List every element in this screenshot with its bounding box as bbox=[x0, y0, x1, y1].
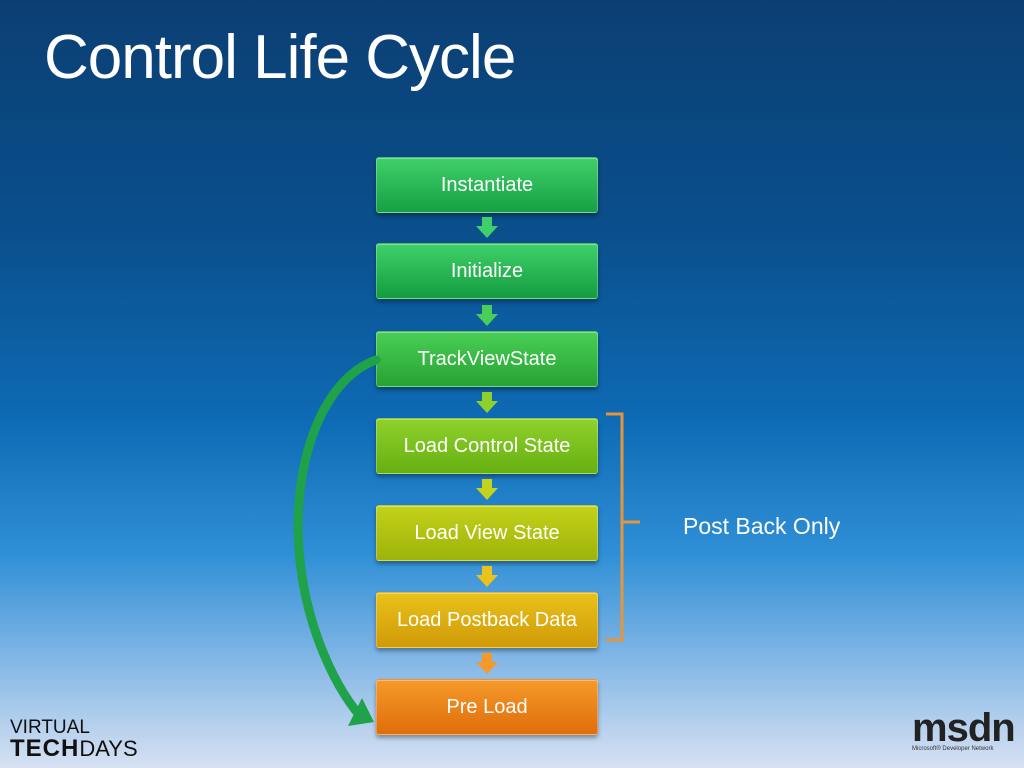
slide-title: Control Life Cycle bbox=[44, 23, 516, 92]
virtual-techdays-logo: VIRTUAL TECHDAYS bbox=[10, 717, 138, 762]
down-arrow-icon bbox=[476, 305, 498, 326]
step-trackviewstate: TrackViewState bbox=[376, 331, 598, 387]
skip-arrow-head-icon bbox=[348, 698, 374, 726]
down-arrow-icon bbox=[476, 392, 498, 413]
down-arrow-icon bbox=[476, 566, 498, 587]
post-back-only-label: Post Back Only bbox=[683, 513, 841, 539]
skip-arrow bbox=[293, 355, 381, 721]
step-load-postback-data: Load Postback Data bbox=[376, 592, 598, 648]
step-pre-load: Pre Load bbox=[376, 679, 598, 735]
step-load-control-state: Load Control State bbox=[376, 418, 598, 474]
down-arrow-icon bbox=[476, 653, 498, 674]
step-load-view-state: Load View State bbox=[376, 505, 598, 561]
step-initialize: Initialize bbox=[376, 243, 598, 299]
msdn-logo: msdn Microsoft® Developer Network bbox=[912, 706, 1016, 752]
down-arrow-icon bbox=[476, 217, 498, 238]
down-arrow-icon bbox=[476, 479, 498, 500]
step-instantiate: Instantiate bbox=[376, 157, 598, 213]
post-back-bracket bbox=[606, 412, 640, 642]
